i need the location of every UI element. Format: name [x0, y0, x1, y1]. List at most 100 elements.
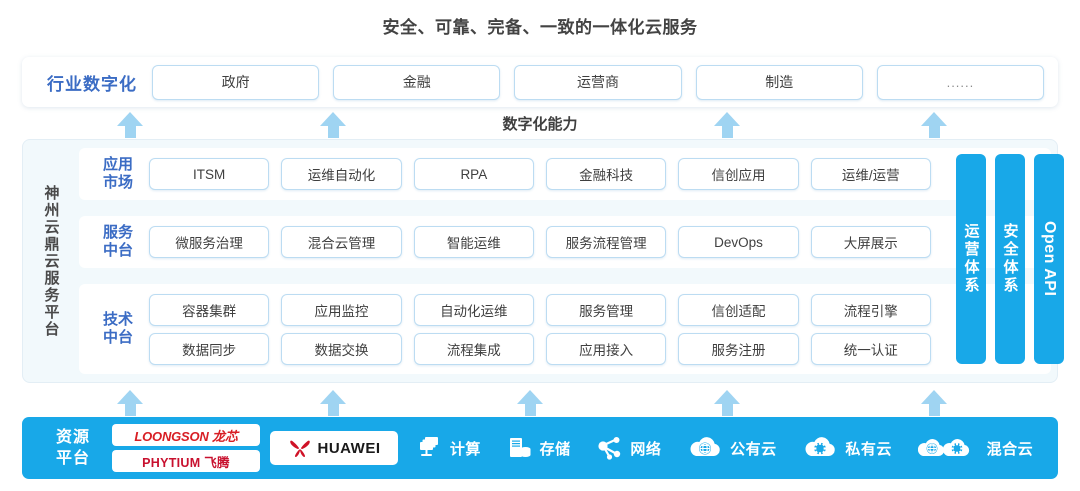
pill-fintech[interactable]: 金融科技: [545, 158, 667, 190]
brand-chip-loongson[interactable]: LOONGSON 龙芯: [112, 424, 260, 446]
vbar-open-api[interactable]: Open API: [1034, 154, 1064, 364]
storage-icon: [509, 438, 531, 457]
band-label-technology-midplatform: 技术 中台: [87, 311, 149, 347]
up-arrow-icon: [320, 390, 346, 416]
band-line: 容器集群 应用监控 自动化运维 服务管理 信创适配 流程引擎: [149, 293, 931, 326]
up-arrow-icon: [714, 112, 740, 138]
up-arrow-icon: [714, 390, 740, 416]
pill-rpa[interactable]: RPA: [413, 158, 534, 190]
industry-item-finance[interactable]: 金融: [333, 64, 501, 100]
pill-service-process-mgmt[interactable]: 服务流程管理: [545, 226, 667, 258]
up-arrow-icon: [320, 112, 346, 138]
page-title: 安全、可靠、完备、一致的一体化云服务: [382, 18, 698, 37]
resource-platform-bar: 资源 平台 LOONGSON 龙芯 PHYTIUM 飞腾 HUAWEI: [22, 417, 1058, 479]
resource-item-label: 混合云: [986, 440, 1034, 458]
resource-item-compute[interactable]: 计算: [417, 435, 481, 461]
industry-item-more[interactable]: ......: [876, 64, 1045, 100]
vbar-operations-system[interactable]: 运营体系: [956, 154, 986, 364]
pill-aiops[interactable]: 智能运维: [413, 226, 534, 258]
up-arrow-icon: [517, 390, 543, 416]
industry-digitalization-row: 行业数字化 政府 金融 运营商 制造 ......: [22, 57, 1058, 107]
resource-item-hybrid-cloud[interactable]: 混合云: [917, 436, 1034, 460]
pill-process-engine[interactable]: 流程引擎: [810, 293, 931, 326]
band-label-line2: 市场: [102, 174, 133, 191]
platform-bands: 应用 市场 ITSM 运维自动化 RPA 金融科技 信创应用 运维/运营: [79, 140, 1057, 382]
band-label-application-market: 应用 市场: [87, 156, 149, 192]
pill-xinchuang-adaptation[interactable]: 信创适配: [678, 293, 799, 326]
industry-item-manufacturing[interactable]: 制造: [695, 64, 863, 100]
pill-container-cluster[interactable]: 容器集群: [149, 293, 270, 326]
band-line: 数据同步 数据交换 流程集成 应用接入 服务注册 统一认证: [149, 332, 931, 365]
compute-icon: [419, 437, 438, 456]
brand-huawei-label: HUAWEI: [317, 439, 381, 457]
pill-app-monitoring[interactable]: 应用监控: [281, 293, 402, 326]
network-icon: [598, 437, 621, 460]
resource-label-line2: 平台: [55, 450, 90, 467]
resource-item-label: 私有云: [845, 440, 892, 458]
pill-service-mgmt[interactable]: 服务管理: [545, 293, 667, 326]
up-arrow-icon: [921, 390, 947, 416]
hybrid-cloud-icon: [917, 439, 969, 456]
resource-items: 计算 存储: [404, 435, 1046, 461]
resource-item-public-cloud[interactable]: 公有云: [687, 436, 777, 460]
resource-label-line1: 资源: [55, 429, 90, 446]
public-cloud-icon: [690, 437, 720, 456]
brand-phytium-label: PHYTIUM 飞腾: [142, 455, 230, 470]
band-label-line1: 技术: [102, 311, 133, 328]
vbar-label: 运营体系: [962, 223, 980, 295]
chip-brands: LOONGSON 龙芯 PHYTIUM 飞腾: [112, 424, 260, 472]
band-application-market: 应用 市场 ITSM 运维自动化 RPA 金融科技 信创应用 运维/运营: [79, 148, 1051, 200]
band-label-service-midplatform: 服务 中台: [87, 224, 149, 260]
band-line: 微服务治理 混合云管理 智能运维 服务流程管理 DevOps 大屏展示: [149, 226, 931, 258]
vbar-label: Open API: [1041, 221, 1058, 297]
pill-xinchuang-app[interactable]: 信创应用: [678, 158, 799, 190]
pill-itsm[interactable]: ITSM: [149, 158, 270, 190]
industry-item-government[interactable]: 政府: [152, 64, 320, 100]
brand-loongson-label: LOONGSON 龙芯: [134, 428, 238, 444]
vbar-security-system[interactable]: 安全体系: [995, 154, 1025, 364]
band-grid: 微服务治理 混合云管理 智能运维 服务流程管理 DevOps 大屏展示: [149, 226, 931, 258]
capability-label: 数字化能力: [502, 116, 578, 133]
platform-vertical-label: 神州云鼎云服务平台: [23, 140, 79, 382]
brand-chip-huawei[interactable]: HUAWEI: [270, 431, 398, 465]
private-cloud-icon: [805, 437, 836, 456]
brand-chip-phytium[interactable]: PHYTIUM 飞腾: [112, 450, 260, 472]
pill-data-exchange[interactable]: 数据交换: [281, 332, 402, 365]
pill-hybrid-cloud-mgmt[interactable]: 混合云管理: [281, 226, 402, 258]
resource-item-label: 存储: [539, 440, 571, 458]
band-label-line1: 服务: [102, 224, 133, 241]
pill-large-screen-display[interactable]: 大屏展示: [810, 226, 931, 258]
band-grid: ITSM 运维自动化 RPA 金融科技 信创应用 运维/运营: [149, 158, 931, 190]
up-arrow-icon: [921, 112, 947, 138]
industry-items: 政府 金融 运营商 制造 ......: [152, 64, 1048, 100]
pill-automated-ops[interactable]: 自动化运维: [413, 293, 534, 326]
band-line: ITSM 运维自动化 RPA 金融科技 信创应用 运维/运营: [149, 158, 931, 190]
band-grid: 容器集群 应用监控 自动化运维 服务管理 信创适配 流程引擎 数据同步 数据交换…: [149, 293, 931, 365]
huawei-flower-icon: [289, 440, 310, 457]
industry-item-telecom[interactable]: 运营商: [514, 64, 682, 100]
pill-data-sync[interactable]: 数据同步: [149, 332, 270, 365]
resource-item-network[interactable]: 网络: [596, 435, 661, 461]
band-label-line2: 中台: [102, 329, 133, 346]
band-label-line2: 中台: [102, 242, 133, 259]
band-service-midplatform: 服务 中台 微服务治理 混合云管理 智能运维 服务流程管理 DevOps 大屏展…: [79, 216, 1051, 268]
resource-label: 资源 平台: [34, 427, 112, 469]
band-label-line1: 应用: [102, 156, 133, 173]
resource-item-label: 网络: [630, 440, 662, 458]
industry-row-label: 行业数字化: [47, 74, 137, 94]
vertical-bars: 运营体系 安全体系 Open API: [956, 154, 1064, 364]
pill-microservice-governance[interactable]: 微服务治理: [149, 226, 270, 258]
band-technology-midplatform: 技术 中台 容器集群 应用监控 自动化运维 服务管理 信创适配 流程引擎 数据同…: [79, 284, 1051, 374]
pill-devops[interactable]: DevOps: [678, 226, 799, 258]
pill-unified-auth[interactable]: 统一认证: [810, 332, 931, 365]
resource-item-private-cloud[interactable]: 私有云: [802, 436, 892, 460]
resource-item-label: 公有云: [730, 440, 777, 458]
resource-item-storage[interactable]: 存储: [507, 435, 571, 461]
pill-ops-automation[interactable]: 运维自动化: [281, 158, 402, 190]
pill-ops-operations[interactable]: 运维/运营: [810, 158, 931, 190]
pill-app-access[interactable]: 应用接入: [545, 332, 667, 365]
pill-service-registry[interactable]: 服务注册: [678, 332, 799, 365]
resource-item-label: 计算: [449, 440, 481, 458]
pill-process-integration[interactable]: 流程集成: [413, 332, 534, 365]
